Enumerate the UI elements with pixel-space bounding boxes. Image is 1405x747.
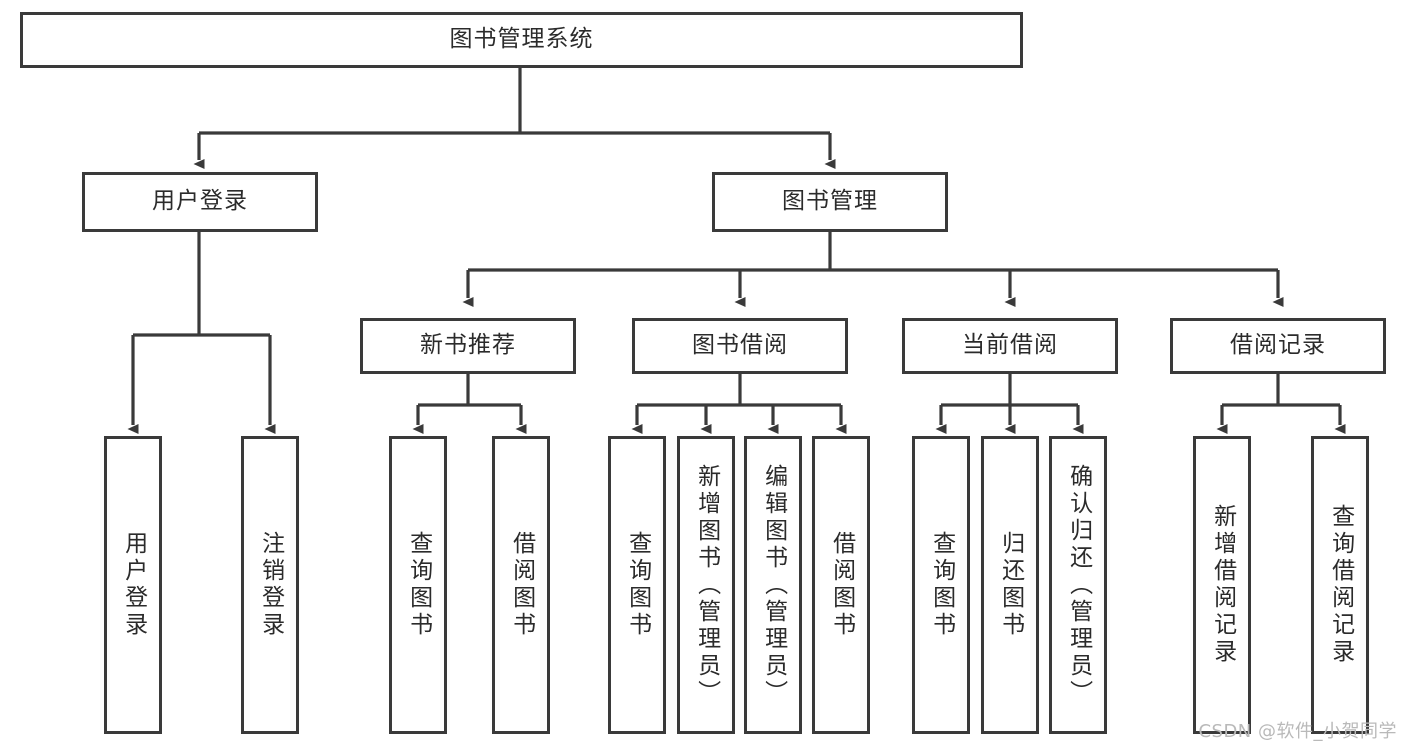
node-leaf-return-book-label: 归还图书 (997, 531, 1024, 639)
node-leaf-query-record-label: 查询借阅记录 (1327, 504, 1354, 666)
node-leaf-edit-book-label: 编辑图书（管理员） (760, 463, 787, 707)
node-leaf-query-book-2[interactable]: 查询图书 (608, 436, 666, 734)
node-borrow-record[interactable]: 借阅记录 (1170, 318, 1386, 374)
node-leaf-query-book-1[interactable]: 查询图书 (389, 436, 447, 734)
node-leaf-confirm-return-label: 确认归还（管理员） (1065, 463, 1092, 707)
node-leaf-borrow-book-2[interactable]: 借阅图书 (812, 436, 870, 734)
node-book-management[interactable]: 图书管理 (712, 172, 948, 232)
node-leaf-add-book[interactable]: 新增图书（管理员） (677, 436, 735, 734)
node-book-borrow-label: 图书借阅 (692, 332, 788, 359)
node-root[interactable]: 图书管理系统 (20, 12, 1023, 68)
node-leaf-add-record-label: 新增借阅记录 (1209, 504, 1236, 666)
node-current-borrow[interactable]: 当前借阅 (902, 318, 1118, 374)
node-leaf-return-book[interactable]: 归还图书 (981, 436, 1039, 734)
node-current-borrow-label: 当前借阅 (962, 332, 1058, 359)
node-leaf-logout-login-label: 注销登录 (257, 531, 284, 639)
node-leaf-add-book-label: 新增图书（管理员） (693, 463, 720, 707)
node-root-label: 图书管理系统 (449, 26, 594, 53)
watermark-label: CSDN @软件_小贺同学 (1198, 721, 1397, 742)
node-borrow-record-label: 借阅记录 (1230, 332, 1326, 359)
node-leaf-query-book-3[interactable]: 查询图书 (912, 436, 970, 734)
node-leaf-user-login-label: 用户登录 (120, 531, 147, 639)
node-leaf-query-book-3-label: 查询图书 (928, 531, 955, 639)
node-leaf-borrow-book-1[interactable]: 借阅图书 (492, 436, 550, 734)
node-leaf-user-login[interactable]: 用户登录 (104, 436, 162, 734)
node-leaf-borrow-book-1-label: 借阅图书 (508, 531, 535, 639)
node-leaf-query-record[interactable]: 查询借阅记录 (1311, 436, 1369, 734)
node-leaf-logout-login[interactable]: 注销登录 (241, 436, 299, 734)
node-leaf-query-book-1-label: 查询图书 (405, 531, 432, 639)
node-leaf-add-record[interactable]: 新增借阅记录 (1193, 436, 1251, 734)
node-user-login-label: 用户登录 (152, 188, 248, 215)
node-user-login[interactable]: 用户登录 (82, 172, 318, 232)
node-leaf-confirm-return[interactable]: 确认归还（管理员） (1049, 436, 1107, 734)
node-leaf-borrow-book-2-label: 借阅图书 (828, 531, 855, 639)
node-new-book-recommend-label: 新书推荐 (420, 332, 516, 359)
node-book-management-label: 图书管理 (782, 188, 878, 215)
node-leaf-edit-book[interactable]: 编辑图书（管理员） (744, 436, 802, 734)
node-leaf-query-book-2-label: 查询图书 (624, 531, 651, 639)
node-book-borrow[interactable]: 图书借阅 (632, 318, 848, 374)
node-new-book-recommend[interactable]: 新书推荐 (360, 318, 576, 374)
